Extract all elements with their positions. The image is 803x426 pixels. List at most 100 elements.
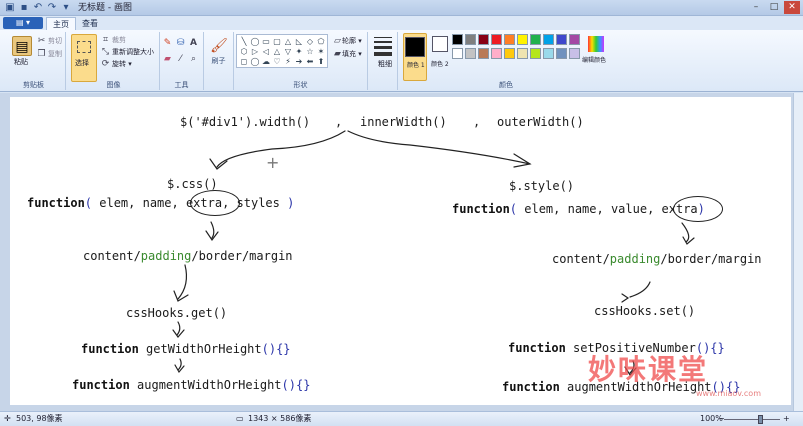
- shape-option-icon[interactable]: ⬡: [240, 47, 248, 56]
- box-rest-left: /border/margin: [191, 249, 293, 263]
- select-button[interactable]: 选择: [71, 34, 97, 82]
- shape-option-icon[interactable]: ◻: [240, 57, 248, 66]
- shape-option-icon[interactable]: ◯: [250, 57, 260, 66]
- shape-option-icon[interactable]: ╲: [241, 37, 247, 46]
- shape-option-icon[interactable]: ☆: [306, 47, 314, 56]
- fill-icon[interactable]: ⛁: [176, 38, 185, 48]
- eraser-icon[interactable]: ▰: [164, 54, 171, 64]
- brushes-label[interactable]: 刷子: [211, 57, 226, 65]
- arrow-left-3: [176, 321, 181, 336]
- shape-option-icon[interactable]: ▭: [262, 37, 270, 46]
- palette-swatch[interactable]: [556, 48, 567, 59]
- palette-swatch[interactable]: [478, 34, 489, 45]
- shape-option-icon[interactable]: ⬠: [317, 37, 325, 46]
- shape-option-icon[interactable]: ✶: [317, 47, 325, 56]
- palette-swatch[interactable]: [452, 34, 463, 45]
- text-icon[interactable]: A: [190, 38, 197, 48]
- magnifier-icon[interactable]: ⌕: [190, 54, 197, 64]
- edit-colors-icon[interactable]: [588, 36, 604, 52]
- undo-icon[interactable]: ↶: [33, 2, 43, 13]
- crop-icon[interactable]: ⌗: [102, 35, 109, 45]
- palette-swatch[interactable]: [465, 48, 476, 59]
- fn3-paren-left: (): [281, 378, 296, 392]
- maximize-button[interactable]: □: [769, 2, 779, 12]
- palette-swatch[interactable]: [543, 34, 554, 45]
- shape-option-icon[interactable]: △: [284, 37, 292, 46]
- color2-label[interactable]: 颜色 2: [431, 61, 449, 68]
- color2-swatch[interactable]: [432, 36, 448, 52]
- palette-swatch[interactable]: [504, 34, 515, 45]
- shape-option-icon[interactable]: ⬅: [306, 57, 314, 66]
- drawing-canvas[interactable]: + $('#div1').width() , innerWidth() , ou…: [10, 97, 791, 405]
- fill-shape-button[interactable]: 填充 ▾: [342, 50, 362, 58]
- palette-swatch[interactable]: [569, 34, 580, 45]
- tab-home[interactable]: 主页: [46, 17, 76, 30]
- shape-option-icon[interactable]: ⬆: [317, 57, 325, 66]
- customize-toolbar-icon[interactable]: ▾: [63, 2, 69, 13]
- zoom-slider-track[interactable]: [724, 419, 780, 420]
- fill-shape-icon[interactable]: ▰: [334, 49, 341, 59]
- redo-icon[interactable]: ↷: [47, 2, 57, 13]
- paste-button[interactable]: 粘贴: [14, 58, 28, 66]
- outline-button[interactable]: 轮廓 ▾: [342, 37, 362, 45]
- rotate-button[interactable]: 旋转 ▾: [112, 60, 132, 68]
- edit-colors-button[interactable]: 编辑颜色: [582, 57, 607, 64]
- shape-option-icon[interactable]: ▷: [251, 47, 259, 56]
- minimize-button[interactable]: –: [753, 2, 759, 12]
- palette-swatch[interactable]: [530, 48, 541, 59]
- zoom-in-button[interactable]: +: [783, 414, 790, 423]
- palette-swatch[interactable]: [543, 48, 554, 59]
- crop-button[interactable]: 裁剪: [112, 36, 126, 44]
- cut-button[interactable]: 剪切: [48, 37, 62, 45]
- copy-icon[interactable]: ❐: [37, 49, 46, 59]
- shape-option-icon[interactable]: ◯: [250, 37, 260, 46]
- paste-icon[interactable]: ▤: [12, 36, 32, 56]
- palette-swatch[interactable]: [491, 48, 502, 59]
- rotate-icon[interactable]: ⟳: [101, 59, 110, 69]
- palette-swatch[interactable]: [517, 48, 528, 59]
- color-picker-icon[interactable]: ⁄: [179, 54, 182, 64]
- ribbon-tabs: ▤ ▾ 主页 查看: [0, 16, 803, 30]
- zoom-slider-thumb[interactable]: [758, 415, 763, 424]
- paint-app-icon[interactable]: ▣: [5, 2, 15, 13]
- app-menu-button[interactable]: ▤ ▾: [3, 17, 43, 29]
- zoom-out-button[interactable]: −: [718, 414, 725, 423]
- pencil-icon[interactable]: ✎: [163, 38, 172, 48]
- shape-option-icon[interactable]: ⚡: [285, 57, 291, 66]
- shape-option-icon[interactable]: ▽: [284, 47, 292, 56]
- outline-icon[interactable]: ▱: [334, 36, 341, 46]
- watermark-logo: 妙味课堂: [588, 353, 709, 386]
- shape-gallery: ╲◯▭▢△◺◇⬠⬡▷◁△▽✦☆✶◻◯☁♡⚡➔⬅⬆: [236, 34, 328, 68]
- resize-button[interactable]: 重新调整大小: [112, 48, 154, 56]
- shape-option-icon[interactable]: ▢: [273, 37, 281, 46]
- size-button[interactable]: 粗细: [378, 60, 392, 68]
- hand-drawn-arrows: [172, 130, 695, 377]
- line-size-icon[interactable]: [374, 37, 392, 56]
- palette-swatch[interactable]: [504, 48, 515, 59]
- brush-icon[interactable]: 🖌: [210, 38, 228, 54]
- shape-option-icon[interactable]: △: [273, 47, 281, 56]
- color1-button[interactable]: 颜色 1: [403, 33, 427, 81]
- palette-swatch[interactable]: [517, 34, 528, 45]
- palette-swatch[interactable]: [478, 48, 489, 59]
- vertical-scrollbar[interactable]: [793, 93, 803, 411]
- palette-swatch[interactable]: [569, 48, 580, 59]
- palette-swatch[interactable]: [491, 34, 502, 45]
- shape-option-icon[interactable]: ➔: [295, 57, 303, 66]
- resize-icon[interactable]: ⤡: [101, 47, 110, 57]
- palette-swatch[interactable]: [452, 48, 463, 59]
- save-icon[interactable]: ▪: [20, 2, 28, 13]
- tab-view[interactable]: 查看: [82, 19, 98, 28]
- shape-option-icon[interactable]: ♡: [273, 57, 281, 66]
- close-button[interactable]: ✕: [784, 1, 800, 14]
- palette-swatch[interactable]: [556, 34, 567, 45]
- palette-swatch[interactable]: [465, 34, 476, 45]
- shape-option-icon[interactable]: ◺: [295, 37, 303, 46]
- palette-swatch[interactable]: [530, 34, 541, 45]
- shape-option-icon[interactable]: ✦: [295, 47, 303, 56]
- cut-icon[interactable]: ✂: [37, 36, 46, 46]
- shape-option-icon[interactable]: ☁: [262, 57, 270, 66]
- shape-option-icon[interactable]: ◁: [262, 47, 270, 56]
- copy-button[interactable]: 复制: [48, 50, 62, 58]
- shape-option-icon[interactable]: ◇: [306, 37, 314, 46]
